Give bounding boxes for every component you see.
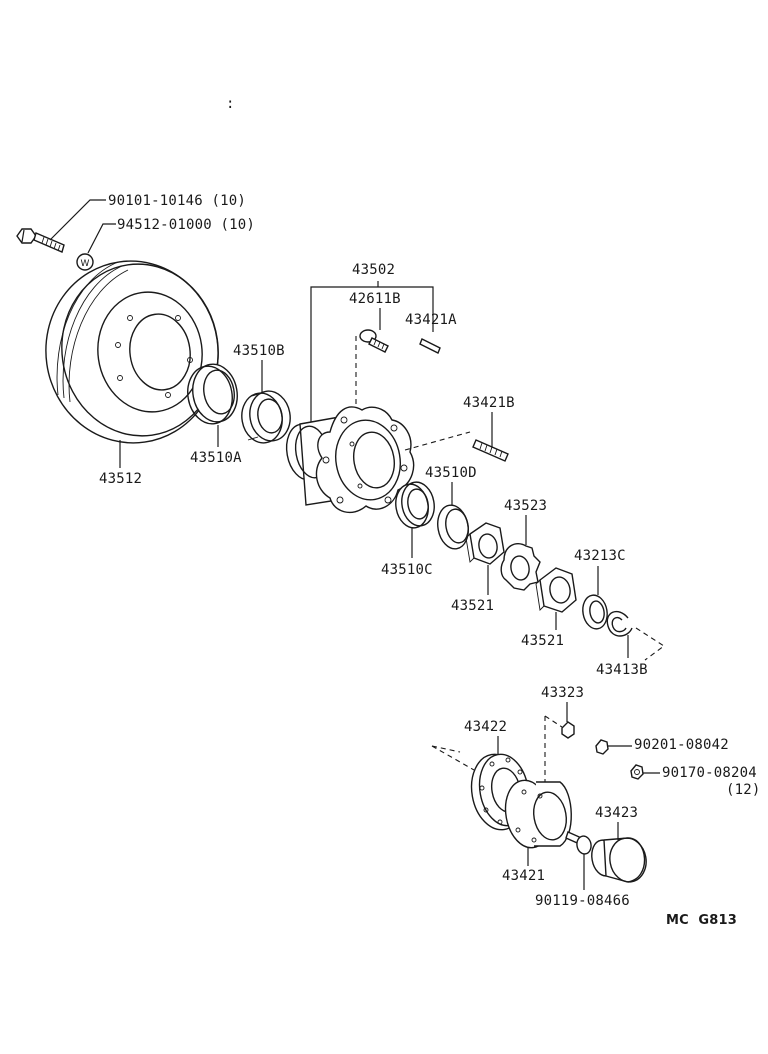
hub-bolt bbox=[16, 228, 65, 253]
label-43421a: 43421A bbox=[405, 312, 457, 328]
hub-cap-43423 bbox=[591, 837, 647, 883]
label-42611b: 42611B bbox=[349, 291, 401, 307]
label-94512-01000: 94512-01000 (10) bbox=[117, 217, 256, 233]
snap-ring-43413b bbox=[606, 610, 633, 637]
bearing-43510c bbox=[395, 481, 435, 529]
label-90201-08042: 90201-08042 bbox=[634, 737, 729, 753]
label-43421b: 43421B bbox=[463, 395, 515, 411]
lock-nut-43521-outer bbox=[535, 567, 577, 613]
label-43502: 43502 bbox=[352, 262, 396, 278]
brake-disc bbox=[45, 260, 219, 444]
oil-seal-43510a bbox=[187, 363, 238, 425]
nut-90170 bbox=[630, 764, 644, 780]
label-43421: 43421 bbox=[502, 868, 546, 884]
label-90170-08204: 90170-08204 bbox=[662, 765, 757, 781]
label-43523: 43523 bbox=[504, 498, 548, 514]
label-90170-quantity: (12) bbox=[726, 782, 761, 798]
pin-43421a bbox=[419, 338, 441, 354]
label-43521-outer: 43521 bbox=[521, 633, 565, 649]
label-90119-08466: 90119-08466 bbox=[535, 893, 630, 909]
stud-42611b bbox=[359, 329, 389, 353]
label-43422: 43422 bbox=[464, 719, 508, 735]
bearing-43510b bbox=[241, 390, 291, 444]
stray-mark: : bbox=[226, 96, 235, 112]
label-43521-inner: 43521 bbox=[451, 598, 495, 614]
label-90101-10146: 90101-10146 (10) bbox=[108, 193, 247, 209]
nut-90201 bbox=[595, 739, 609, 755]
washer-94512: W bbox=[76, 253, 94, 271]
label-43213c: 43213C bbox=[574, 548, 626, 564]
lock-nut-43521-inner bbox=[465, 522, 505, 565]
label-43510c: 43510C bbox=[381, 562, 433, 578]
washer-mark: W bbox=[81, 259, 90, 269]
hub-flange-43421 bbox=[504, 779, 572, 849]
axle-hub bbox=[285, 406, 415, 514]
seal-43510d bbox=[437, 504, 469, 550]
label-43510d: 43510D bbox=[425, 465, 477, 481]
label-43510a: 43510A bbox=[190, 450, 242, 466]
label-43413b: 43413B bbox=[596, 662, 648, 678]
bolt-90119 bbox=[565, 831, 592, 855]
label-43510b: 43510B bbox=[233, 343, 285, 359]
drawing-code: MC G813 bbox=[666, 913, 737, 928]
label-43323: 43323 bbox=[541, 685, 585, 701]
thrust-washer-43213c bbox=[582, 594, 608, 630]
label-43512: 43512 bbox=[99, 471, 143, 487]
lock-washer-43523 bbox=[500, 542, 541, 591]
label-43423: 43423 bbox=[595, 805, 639, 821]
stud-43421b bbox=[472, 439, 509, 462]
nut-43323 bbox=[561, 721, 575, 739]
